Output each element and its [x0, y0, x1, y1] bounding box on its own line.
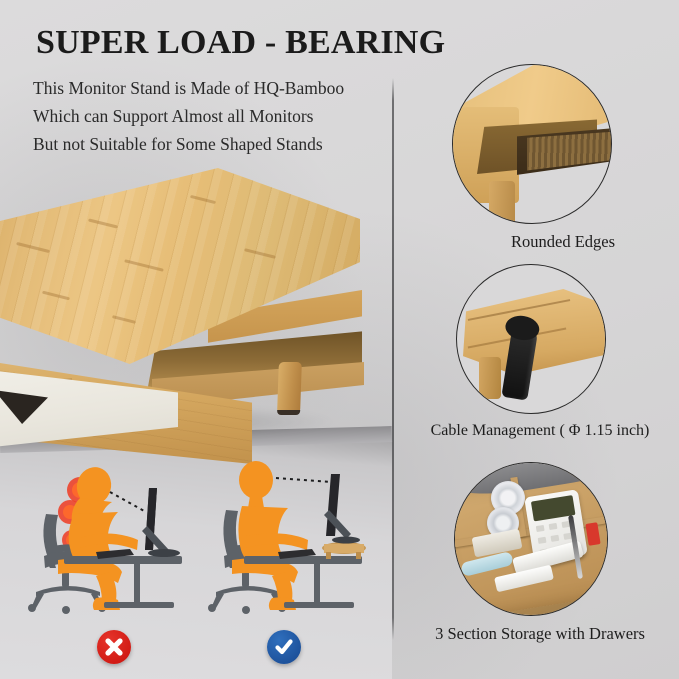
feature-panel-rounded-edges: Rounded Edges: [404, 64, 676, 252]
correct-posture-illustration: [198, 452, 378, 622]
subtitle-line-2: Which can Support Almost all Monitors: [33, 106, 314, 126]
feature-panel-cable-management: Cable Management ( Φ 1.15 inch): [404, 264, 676, 440]
vertical-divider: [392, 78, 394, 640]
feature-caption-3: 3 Section Storage with Drawers: [435, 624, 645, 643]
status-badge-correct: [267, 630, 301, 664]
feature-caption-2: Cable Management ( Φ 1.15 inch): [430, 422, 650, 439]
check-icon: [275, 639, 293, 655]
stand-leg-right: [277, 362, 302, 412]
status-badge-incorrect: [97, 630, 131, 664]
feature-caption-1: Rounded Edges: [510, 232, 616, 251]
stand-top-surface: [0, 168, 360, 364]
cable-grommet-icon: [456, 264, 606, 414]
rounded-corner-icon: [452, 64, 612, 224]
subtitle-line-3: But not Suitable for Some Shaped Stands: [33, 134, 323, 154]
close-icon: [105, 638, 123, 656]
incorrect-posture-illustration: [18, 452, 198, 622]
storage-drawer-icon: [454, 462, 608, 616]
bamboo-grain-top: [0, 168, 360, 364]
subtitle-line-1: This Monitor Stand is Made of HQ-Bamboo: [33, 78, 345, 98]
feature-panel-storage: 3 Section Storage with Drawers: [404, 462, 676, 644]
product-monitor-stand: [0, 150, 396, 470]
page-title: SUPER LOAD - BEARING: [36, 24, 446, 61]
